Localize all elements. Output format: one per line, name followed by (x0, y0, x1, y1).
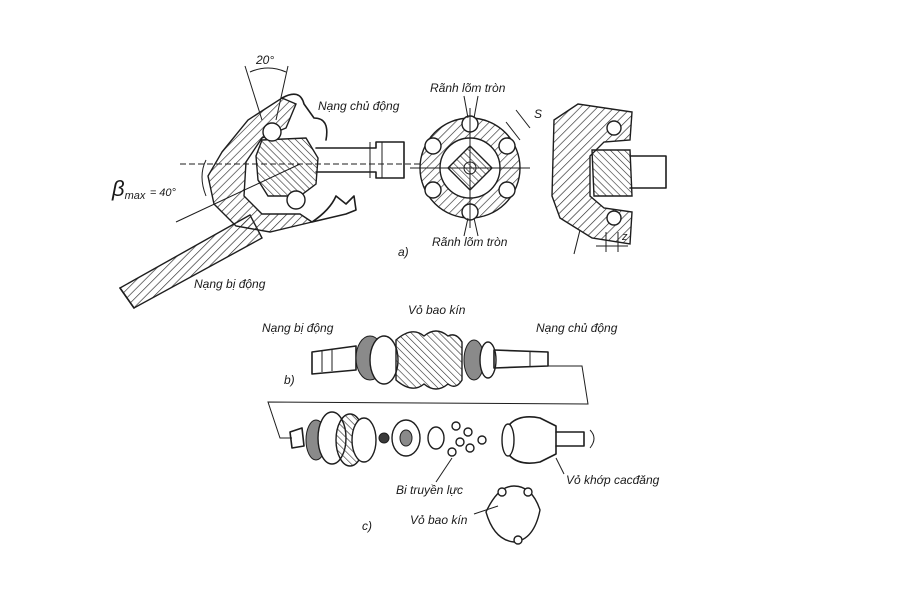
driving-stub-b (493, 349, 549, 369)
round-groove-label-bottom: Rãnh lõm tròn (432, 235, 508, 249)
panel-b-label: b) (284, 373, 295, 387)
ball-upper (262, 122, 282, 142)
driving-hub-label-a: Nạng chủ động (318, 99, 400, 113)
assembled-shaft (267, 330, 589, 439)
cross-section-view (410, 95, 531, 237)
boot-label-b: Vỏ bao kín (408, 303, 466, 317)
right-shaft (629, 155, 667, 189)
beta-symbol: β (112, 176, 125, 201)
boot-cover-c (485, 485, 541, 543)
ball-lower (286, 190, 306, 210)
joint-housing-label: Vỏ khớp cacđăng (566, 473, 660, 487)
driven-hub-label-a: Nạng bị động (194, 277, 266, 291)
section-view-left (118, 65, 420, 309)
panel-c-label: c) (362, 519, 372, 533)
partial-section-right (551, 103, 667, 255)
beta-max-label: βmax = 40° (112, 176, 176, 202)
balls-label: Bi truyền lực (396, 483, 463, 497)
pocket-6 (424, 137, 442, 155)
driven-hub-label-b: Nạng bị động (262, 321, 334, 335)
z-dimension-label: z (622, 231, 628, 243)
inner-hub-section (255, 137, 319, 197)
exploded-view (289, 411, 595, 545)
right-housing-section (551, 103, 633, 245)
driven-stub-b (311, 345, 357, 375)
joint-housing-c (509, 416, 557, 464)
boot-label-c: Vỏ bao kín (410, 513, 468, 527)
pocket-3 (498, 181, 516, 199)
boot-bellows (395, 330, 463, 390)
boot-outline-top (281, 93, 328, 141)
pocket-5 (424, 181, 442, 199)
beta-value: = 40° (149, 187, 176, 199)
panel-a-label: a) (398, 245, 409, 259)
boot-outline-bottom (311, 195, 357, 223)
right-hub-section (591, 149, 633, 197)
outer-housing-section (207, 97, 314, 233)
driving-hub-label-b: Nạng chủ động (536, 321, 618, 335)
round-groove-label-top: Rãnh lõm tròn (430, 81, 506, 95)
driven-shaft-section (118, 214, 263, 309)
pocket-2 (498, 137, 516, 155)
beta-subscript: max (124, 190, 146, 202)
driving-shaft (315, 141, 405, 179)
s-dimension-label: S (534, 107, 543, 121)
angle-20-label: 20° (256, 53, 275, 67)
